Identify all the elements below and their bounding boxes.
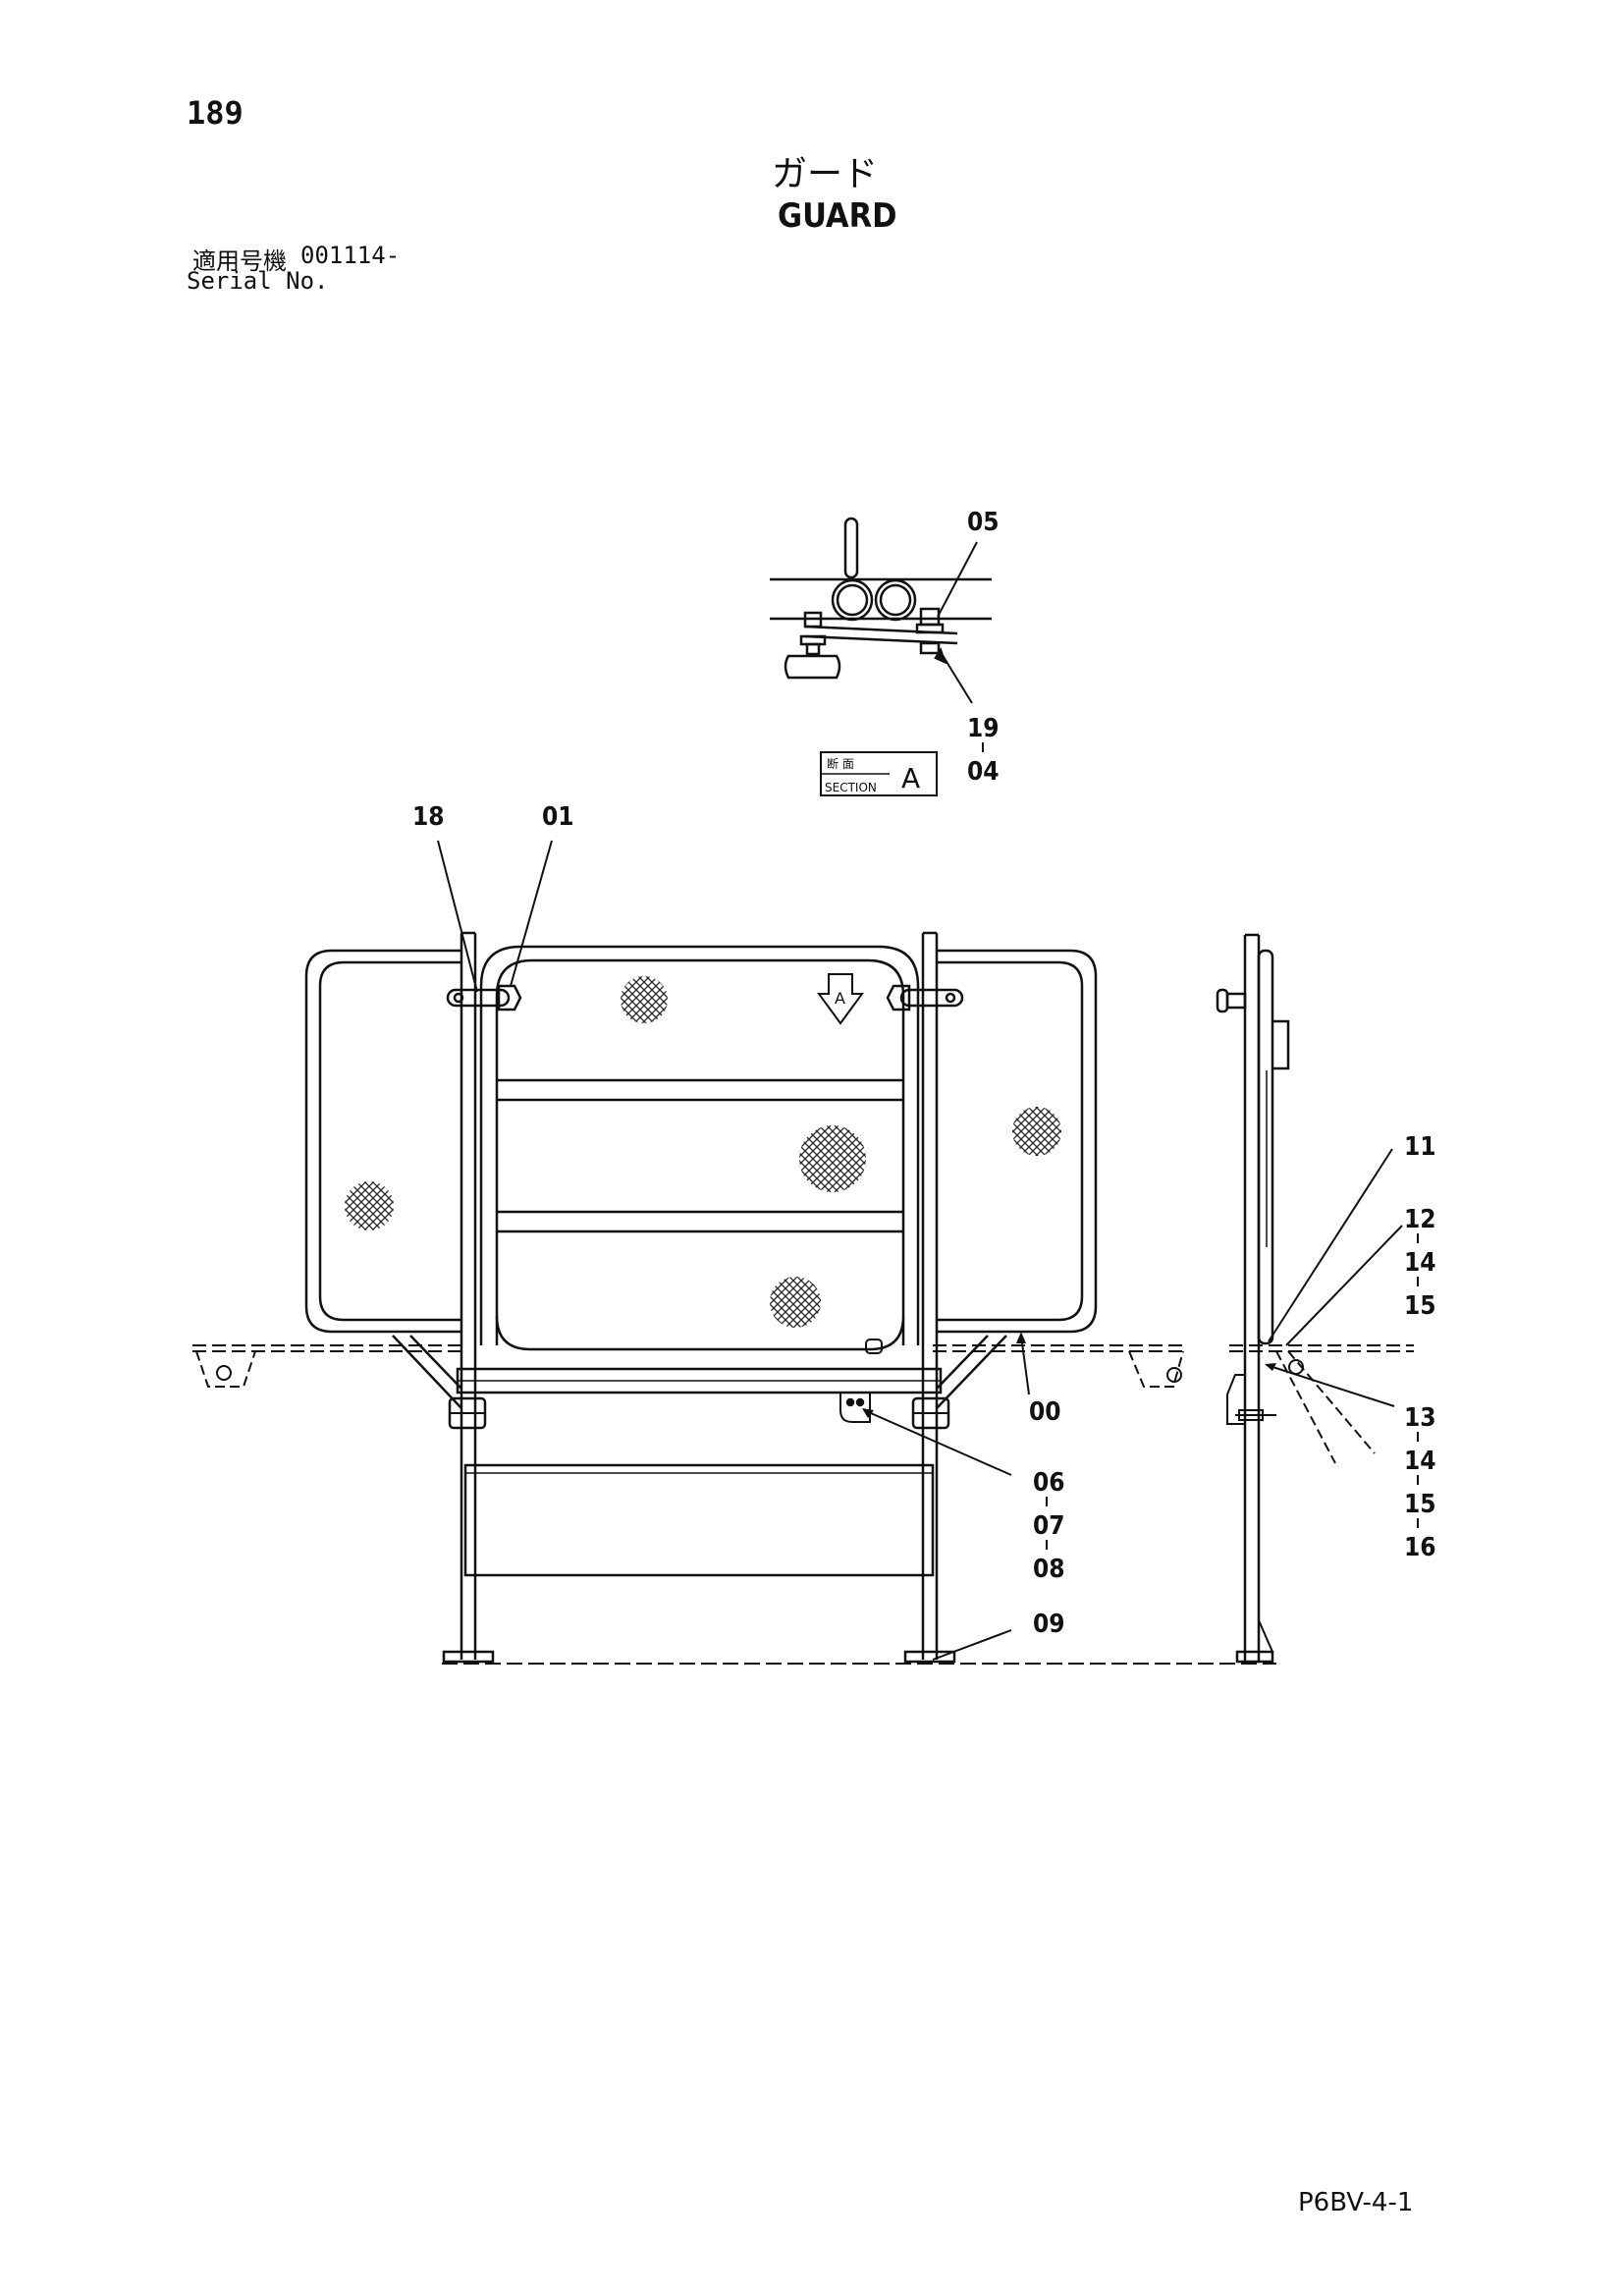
callout-00: 00 [1029, 1397, 1061, 1427]
serial-number-value: 001114- [300, 242, 401, 269]
callout-11: 11 [1404, 1132, 1436, 1162]
guard-side-view [1216, 933, 1414, 1664]
callout-19: 19 [967, 714, 1000, 743]
callout-16: 16 [1404, 1533, 1436, 1562]
callout-15-upper: 15 [1404, 1291, 1436, 1321]
callout-05: 05 [967, 508, 1000, 537]
serial-label-english: Serial No. [187, 267, 329, 295]
callout-08: 08 [1033, 1555, 1065, 1584]
callout-07: 07 [1033, 1511, 1065, 1541]
section-a-label-box: 断 面 SECTION A [820, 751, 938, 796]
callout-14-upper: 14 [1404, 1248, 1436, 1278]
section-label-japanese: 断 面 [827, 756, 854, 771]
callout-15-lower: 15 [1404, 1490, 1436, 1519]
callout-14-lower: 14 [1404, 1447, 1436, 1476]
callout-12: 12 [1404, 1205, 1436, 1234]
guard-front-view [192, 931, 1276, 1665]
callout-13: 13 [1404, 1403, 1436, 1433]
section-a-detail [770, 517, 992, 704]
view-arrow-letter: A [835, 989, 845, 1008]
callout-18: 18 [412, 802, 445, 832]
title-japanese: ガード [772, 154, 879, 194]
serial-label-japanese: 適用号機 [192, 247, 287, 275]
front-view-leaders [437, 840, 1030, 1661]
section-letter: A [901, 762, 920, 794]
page-number: 189 [187, 94, 243, 132]
document-code: P6BV-4-1 [1298, 2188, 1414, 2217]
mesh-perforations [345, 976, 1061, 1328]
section-label-english: SECTION [825, 781, 877, 794]
side-view-leaders [1265, 1148, 1403, 1407]
title-english: GUARD [778, 196, 897, 236]
callout-06: 06 [1033, 1468, 1065, 1498]
callout-04: 04 [967, 757, 1000, 787]
callout-09: 09 [1033, 1610, 1065, 1639]
callout-01: 01 [542, 802, 574, 832]
